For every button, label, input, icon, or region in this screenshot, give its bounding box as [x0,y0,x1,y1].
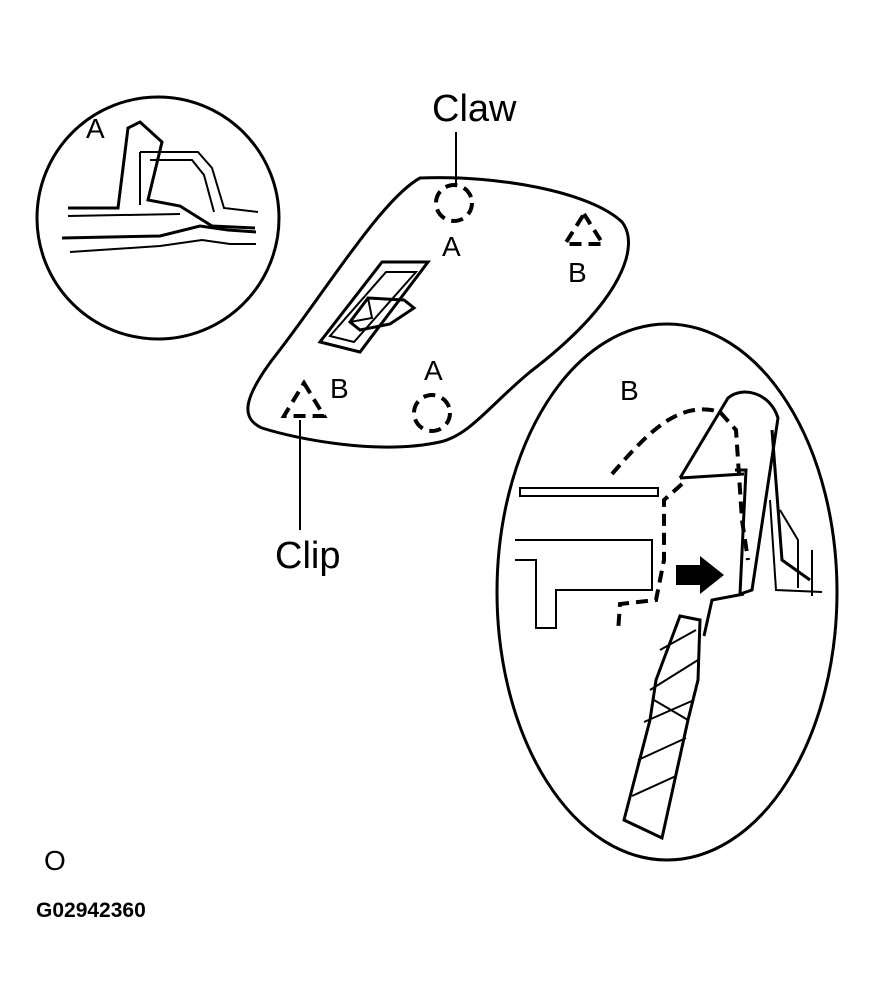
clip-position-label-left: B [330,373,349,404]
detail-a-circle [35,95,281,341]
detail-b-label: B [620,375,639,406]
claw-position-label-top: A [442,231,461,262]
cover-panel: A A B B [246,176,630,449]
clip-marker-right [561,210,607,246]
detail-b-callout: B [495,322,839,862]
screwdriver-tool [622,614,702,841]
detail-b-ellipse [495,322,839,862]
claw-callout: Claw [432,88,517,184]
clip-marker-left [280,379,328,418]
cover-panel-outline [246,176,630,449]
view-mark-label: O [44,845,66,876]
claw-label: Claw [432,88,517,130]
clip-callout: Clip [275,420,340,577]
clip-position-label-right: B [568,257,587,288]
detail-a-label: A [86,113,105,144]
push-direction-arrow-icon [676,556,724,594]
clip-label: Clip [275,535,340,577]
claw-position-label-bottom: A [424,355,443,386]
detail-a-callout: A [35,95,281,341]
switch-recess [317,260,432,354]
claw-marker-top [434,183,474,223]
figure-id-label: G02942360 [36,899,146,922]
claw-marker-bottom [412,393,452,433]
detail-a-claw-section [61,120,259,253]
